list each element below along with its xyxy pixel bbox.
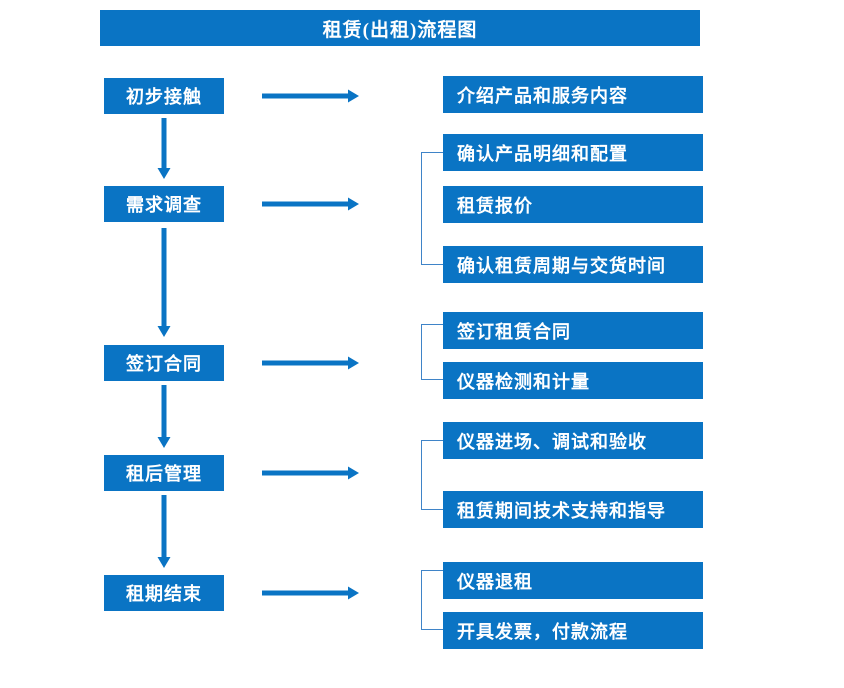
detail-box-3[interactable]: 租赁报价: [443, 186, 703, 223]
right-arrow-icon-3: [262, 356, 360, 370]
group-bracket-3: [421, 440, 443, 510]
right-arrow-icon-5: [262, 586, 360, 600]
detail-label: 租赁报价: [457, 195, 533, 216]
detail-box-9[interactable]: 仪器退租: [443, 562, 703, 599]
right-arrow-icon-4: [262, 466, 360, 480]
stage-box-3[interactable]: 签订合同: [104, 345, 224, 381]
stage-label: 租期结束: [126, 584, 202, 604]
stage-label: 租后管理: [126, 464, 202, 484]
detail-box-5[interactable]: 签订租赁合同: [443, 312, 703, 349]
stage-box-1[interactable]: 初步接触: [104, 78, 224, 114]
detail-label: 仪器检测和计量: [457, 371, 590, 392]
detail-box-4[interactable]: 确认租赁周期与交货时间: [443, 246, 703, 283]
stage-label: 签订合同: [126, 354, 202, 374]
detail-box-1[interactable]: 介绍产品和服务内容: [443, 76, 703, 113]
group-bracket-4: [421, 570, 443, 630]
detail-box-2[interactable]: 确认产品明细和配置: [443, 134, 703, 171]
group-bracket-2: [421, 324, 443, 380]
detail-label: 仪器退租: [457, 571, 533, 592]
stage-label: 初步接触: [126, 87, 202, 107]
right-arrow-icon-2: [262, 197, 360, 211]
detail-label: 确认产品明细和配置: [457, 143, 628, 164]
stage-label: 需求调查: [126, 195, 202, 215]
detail-label: 介绍产品和服务内容: [457, 85, 628, 106]
stage-box-5[interactable]: 租期结束: [104, 575, 224, 611]
detail-label: 开具发票，付款流程: [457, 621, 628, 642]
down-arrow-icon-3: [157, 385, 171, 449]
chart-title: 租赁(出租)流程图: [322, 19, 478, 41]
down-arrow-icon-4: [157, 495, 171, 569]
detail-box-8[interactable]: 租赁期间技术支持和指导: [443, 491, 703, 528]
stage-box-2[interactable]: 需求调查: [104, 186, 224, 222]
detail-label: 仪器进场、调试和验收: [457, 431, 647, 452]
detail-box-10[interactable]: 开具发票，付款流程: [443, 612, 703, 649]
down-arrow-icon-1: [157, 118, 171, 180]
chart-title-bar: 租赁(出租)流程图: [100, 10, 700, 46]
detail-label: 确认租赁周期与交货时间: [457, 255, 666, 276]
right-arrow-icon-1: [262, 89, 360, 103]
detail-label: 租赁期间技术支持和指导: [457, 500, 666, 521]
detail-label: 签订租赁合同: [457, 321, 571, 342]
detail-box-6[interactable]: 仪器检测和计量: [443, 362, 703, 399]
detail-box-7[interactable]: 仪器进场、调试和验收: [443, 422, 703, 459]
down-arrow-icon-2: [157, 228, 171, 338]
stage-box-4[interactable]: 租后管理: [104, 455, 224, 491]
group-bracket-1: [421, 152, 443, 265]
